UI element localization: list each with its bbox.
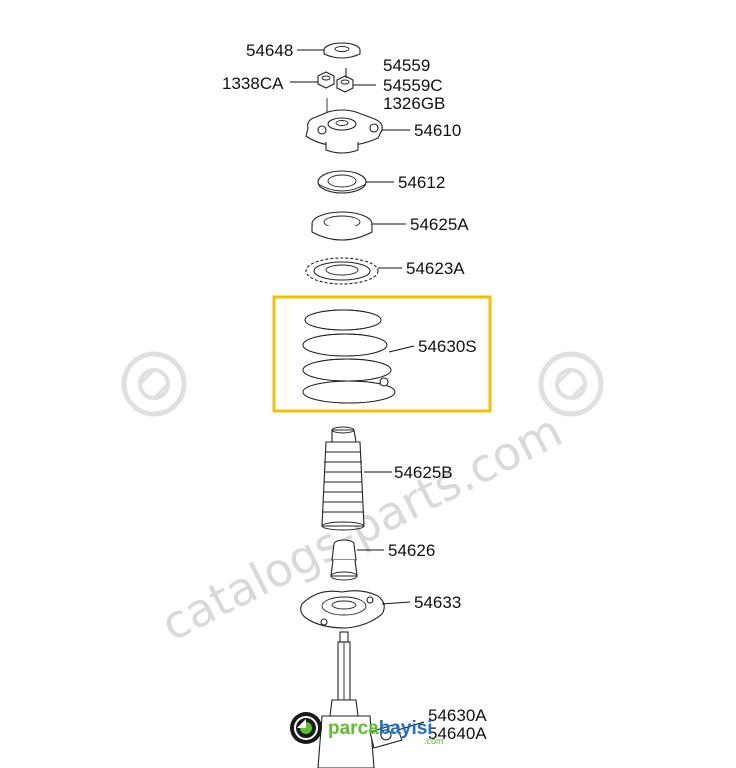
label-54640A: 54640A: [428, 724, 487, 743]
label-54626: 54626: [388, 541, 435, 560]
part-labels: 54648 54559 1338CA 54559C 1326GB 54610 5…: [222, 41, 487, 743]
part-54648-cap: [323, 42, 361, 59]
part-1338CA-nut: [317, 71, 335, 89]
part-54610-strut-mount: [305, 98, 383, 154]
brand-logo: parcabayisi .com: [290, 712, 444, 746]
part-54559-nut: [336, 75, 354, 93]
brand-name-part2: bayisi: [379, 718, 433, 739]
part-54625A-upper-seat: [311, 211, 373, 241]
part-54623A-spring-pad: [305, 257, 379, 285]
label-54612: 54612: [398, 173, 445, 192]
label-54610: 54610: [414, 121, 461, 140]
brand-name-part1: parca: [328, 718, 379, 739]
label-54630S: 54630S: [418, 337, 477, 356]
highlight-box: [272, 295, 492, 413]
part-54633-lower-seat: [300, 590, 385, 629]
label-54559: 54559: [383, 56, 430, 75]
part-54625B-dust-boot: [321, 426, 365, 531]
watermark-camera-icon-right: [538, 351, 604, 417]
label-54625A: 54625A: [410, 215, 469, 234]
label-54633: 54633: [414, 593, 461, 612]
part-54630S-coil-spring: [302, 309, 396, 404]
brand-icon: [290, 712, 322, 744]
label-54630A: 54630A: [428, 706, 487, 725]
leader-lines: [290, 49, 425, 731]
part-54626-bump-stop: [330, 539, 358, 581]
brand-name: parcabayisi: [328, 718, 433, 739]
part-54630A-strut-assembly: [317, 631, 403, 768]
label-54623A: 54623A: [406, 259, 465, 278]
brand-domain: .com: [424, 736, 444, 746]
label-54559C: 54559C: [383, 76, 443, 95]
label-1338CA: 1338CA: [222, 74, 284, 93]
label-54625B: 54625B: [394, 463, 453, 482]
label-1326GB: 1326GB: [383, 94, 445, 113]
label-54648: 54648: [246, 41, 293, 60]
part-54612-bearing: [317, 170, 367, 194]
watermark-camera-icon-left: [121, 351, 187, 417]
